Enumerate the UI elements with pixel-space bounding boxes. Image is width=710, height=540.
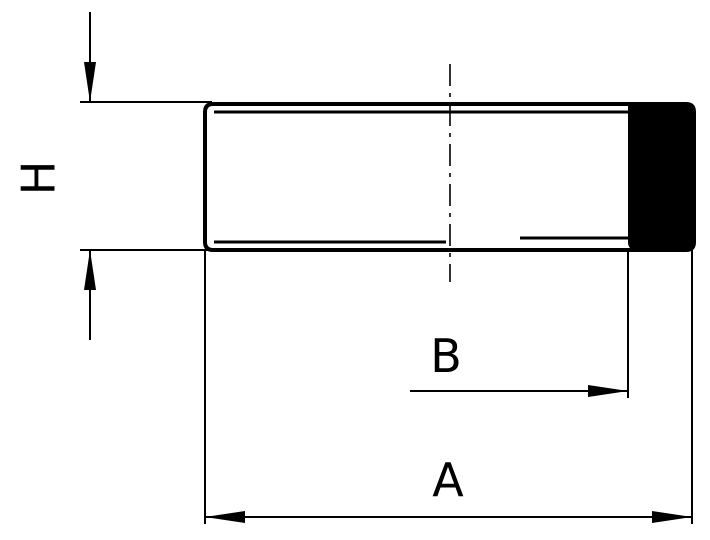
dimension-a-label: A bbox=[432, 453, 464, 507]
dimension-a bbox=[204, 250, 693, 524]
part-body bbox=[203, 102, 696, 252]
dimension-h-label: H bbox=[12, 161, 66, 196]
hex-end-fill bbox=[628, 104, 694, 250]
dimension-h bbox=[80, 12, 212, 340]
dimension-b bbox=[410, 250, 629, 398]
dimension-b-label: B bbox=[430, 329, 462, 383]
